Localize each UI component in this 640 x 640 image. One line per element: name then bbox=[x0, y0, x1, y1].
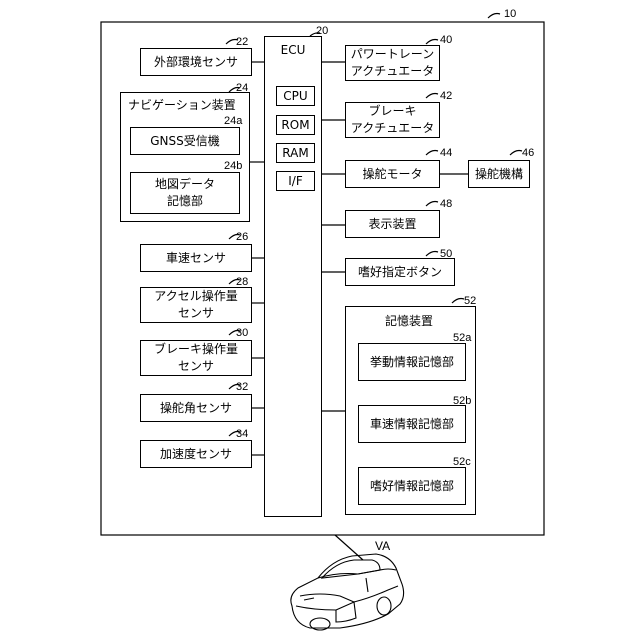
ecu-ref: 20 bbox=[316, 25, 328, 37]
display-device-block: 表示装置 bbox=[345, 210, 440, 238]
behavior-info-storage-ref: 52a bbox=[453, 332, 471, 344]
external-env-sensor-block: 外部環境センサ bbox=[140, 48, 252, 76]
ecu-block: ECU bbox=[264, 36, 322, 517]
brake-sensor-block: ブレーキ操作量 センサ bbox=[140, 340, 252, 376]
brake-actuator-ref: 42 bbox=[440, 90, 452, 102]
powertrain-actuator-ref: 40 bbox=[440, 34, 452, 46]
gnss-ref: 24a bbox=[224, 115, 242, 127]
powertrain-actuator-block: パワートレーン アクチュエータ bbox=[345, 45, 440, 81]
steer-motor-block: 操舵モータ bbox=[345, 160, 440, 188]
storage-device-ref: 52 bbox=[464, 295, 476, 307]
navigation-ref: 24 bbox=[236, 82, 248, 94]
steer-motor-ref: 44 bbox=[440, 147, 452, 159]
display-device-ref: 48 bbox=[440, 198, 452, 210]
cpu-block: CPU bbox=[276, 86, 315, 106]
navigation-label: ナビゲーション装置 bbox=[128, 96, 236, 113]
vehicle-speed-sensor-ref: 26 bbox=[236, 231, 248, 243]
if-block: I/F bbox=[276, 171, 315, 191]
accel-g-sensor-block: 加速度センサ bbox=[140, 440, 252, 468]
vehicle-speed-sensor-block: 車速センサ bbox=[140, 244, 252, 272]
accel-sensor-block: アクセル操作量 センサ bbox=[140, 287, 252, 323]
map-storage-block: 地図データ 記憶部 bbox=[130, 172, 240, 214]
steer-mechanism-block: 操舵機構 bbox=[468, 160, 530, 188]
preference-info-storage-ref: 52c bbox=[453, 456, 471, 468]
steer-mechanism-ref: 46 bbox=[522, 147, 534, 159]
preference-button-ref: 50 bbox=[440, 248, 452, 260]
external-env-sensor-ref: 22 bbox=[236, 36, 248, 48]
car-icon bbox=[280, 548, 410, 636]
accel-sensor-ref: 28 bbox=[236, 276, 248, 288]
preference-button-block: 嗜好指定ボタン bbox=[345, 258, 455, 286]
system-ref: 10 bbox=[504, 8, 516, 20]
accel-g-sensor-ref: 34 bbox=[236, 428, 248, 440]
steer-angle-sensor-block: 操舵角センサ bbox=[140, 394, 252, 422]
map-storage-ref: 24b bbox=[224, 160, 242, 172]
behavior-info-storage-block: 挙動情報記憶部 bbox=[358, 343, 466, 381]
ram-block: RAM bbox=[276, 143, 315, 163]
speed-info-storage-block: 車速情報記憶部 bbox=[358, 405, 466, 443]
preference-info-storage-block: 嗜好情報記憶部 bbox=[358, 467, 466, 505]
ecu-label: ECU bbox=[281, 42, 306, 59]
steer-angle-sensor-ref: 32 bbox=[236, 381, 248, 393]
storage-device-label: 記憶装置 bbox=[385, 312, 433, 329]
brake-sensor-ref: 30 bbox=[236, 327, 248, 339]
brake-actuator-block: ブレーキ アクチュエータ bbox=[345, 102, 440, 138]
speed-info-storage-ref: 52b bbox=[453, 395, 471, 407]
rom-block: ROM bbox=[276, 115, 315, 135]
gnss-block: GNSS受信機 bbox=[130, 127, 240, 155]
